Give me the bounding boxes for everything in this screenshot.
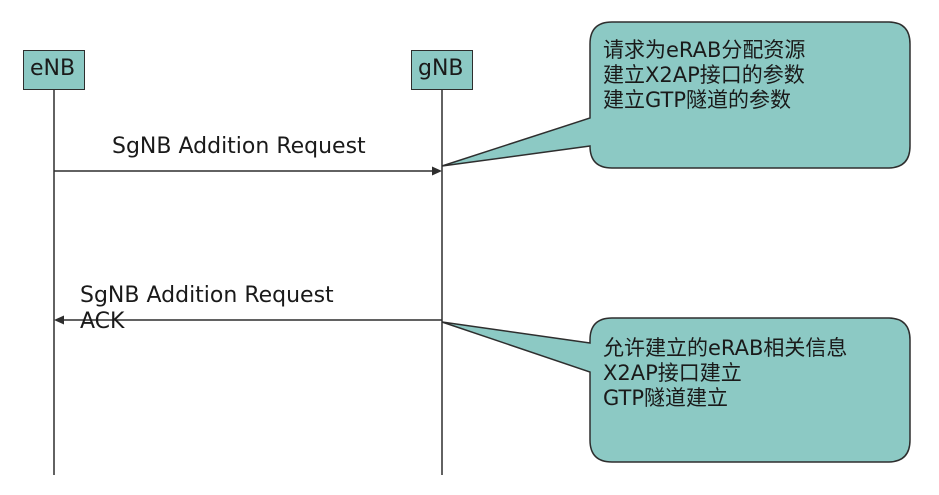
request-note-line: 建立X2AP接口的参数 <box>603 63 805 87</box>
ack-message-line-1: SgNB Addition Request <box>80 283 334 308</box>
ack-note-line: GTP隧道建立 <box>603 386 729 410</box>
gnb-node-label: gNB <box>418 56 464 81</box>
ack-message-line-2: ACK <box>80 309 125 334</box>
request-note-line: 请求为eRAB分配资源 <box>603 38 806 62</box>
request-note-line: 建立GTP隧道的参数 <box>603 88 792 112</box>
enb-node: eNB <box>23 50 85 90</box>
request-message-label: SgNB Addition Request <box>112 134 366 160</box>
ack-note-line: 允许建立的eRAB相关信息 <box>603 336 848 360</box>
ack-message-label: SgNB Addition Request ACK <box>80 283 334 335</box>
callout-box-ack <box>441 317 911 463</box>
request-note-text: 请求为eRAB分配资源 建立X2AP接口的参数 建立GTP隧道的参数 <box>603 38 805 113</box>
callout-box-request <box>441 21 911 169</box>
enb-node-label: eNB <box>30 56 76 81</box>
ack-note-line: X2AP接口建立 <box>603 361 742 385</box>
ack-note-text: 允许建立的eRAB相关信息 X2AP接口建立 GTP隧道建立 <box>603 336 847 411</box>
gnb-node: gNB <box>411 50 473 90</box>
ack-arrowhead <box>54 315 64 325</box>
request-arrowhead <box>432 166 442 176</box>
request-message-line: SgNB Addition Request <box>112 134 366 159</box>
